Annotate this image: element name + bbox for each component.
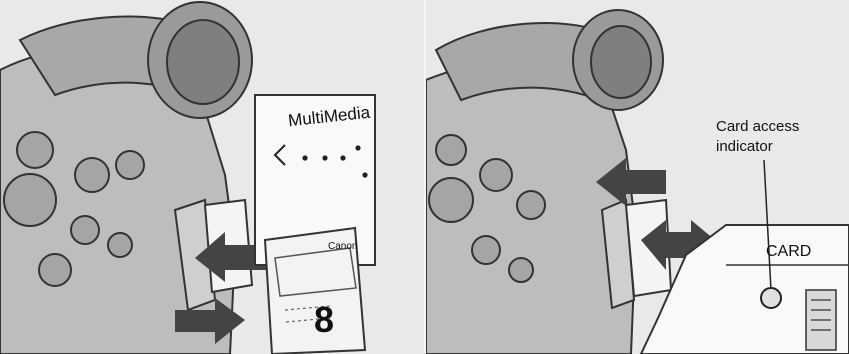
camcorder-card-insert-illustration	[0, 1, 376, 354]
camcorder-card-remove-illustration	[426, 9, 849, 354]
card-capacity-number: 8	[314, 299, 335, 340]
card-access-indicator-label-line1: Card access	[716, 118, 800, 135]
right-illustration-panel: Card access indicator CARD	[426, 0, 849, 354]
card-slot-label: CARD	[766, 243, 812, 260]
left-illustration-panel: MultiMedia Canon 8	[0, 0, 424, 354]
panel-divider	[424, 0, 426, 354]
card-brand-label: Canon	[328, 241, 358, 252]
card-access-indicator-label-line2: indicator	[716, 138, 773, 155]
